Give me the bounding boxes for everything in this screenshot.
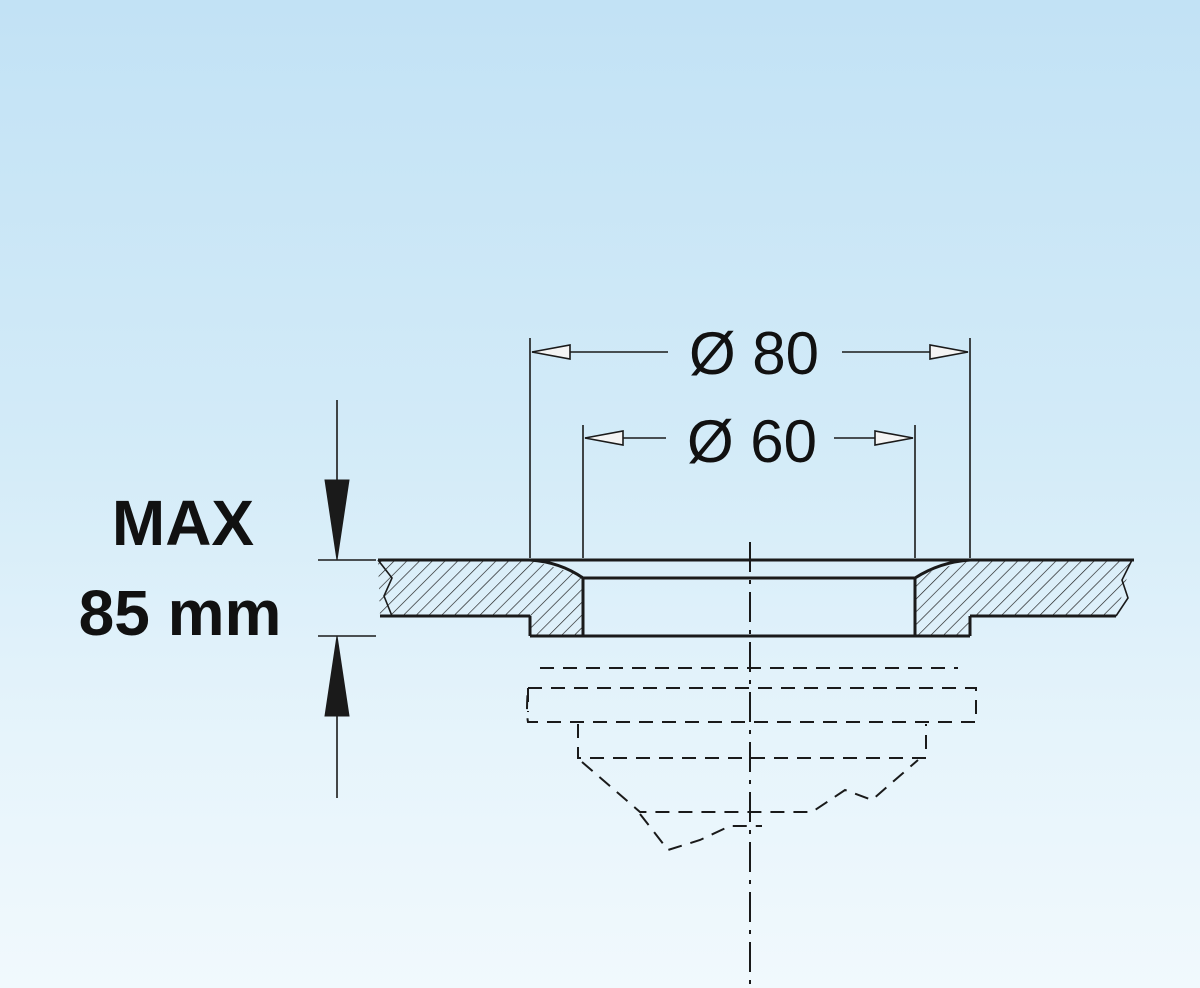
inner-diameter-dimension: Ø 60 (582, 408, 916, 558)
outer-diameter-dimension: Ø 80 (529, 320, 971, 558)
thickness-label-max: MAX (112, 487, 255, 559)
outer-diameter-label: Ø 80 (689, 320, 819, 387)
hidden-fitting-outline (526, 667, 977, 852)
thickness-up-arrow-icon (324, 635, 350, 717)
outer-left-arrow-icon (531, 344, 571, 360)
outer-right-arrow-icon (929, 344, 969, 360)
thickness-dimension: MAX 85 mm (79, 400, 376, 798)
thickness-label-value: 85 mm (79, 577, 282, 649)
worktop-section (377, 558, 1134, 638)
inner-diameter-label: Ø 60 (687, 408, 817, 475)
inner-right-arrow-icon (874, 430, 914, 446)
thickness-down-arrow-icon (324, 479, 350, 561)
inner-left-arrow-icon (584, 430, 624, 446)
